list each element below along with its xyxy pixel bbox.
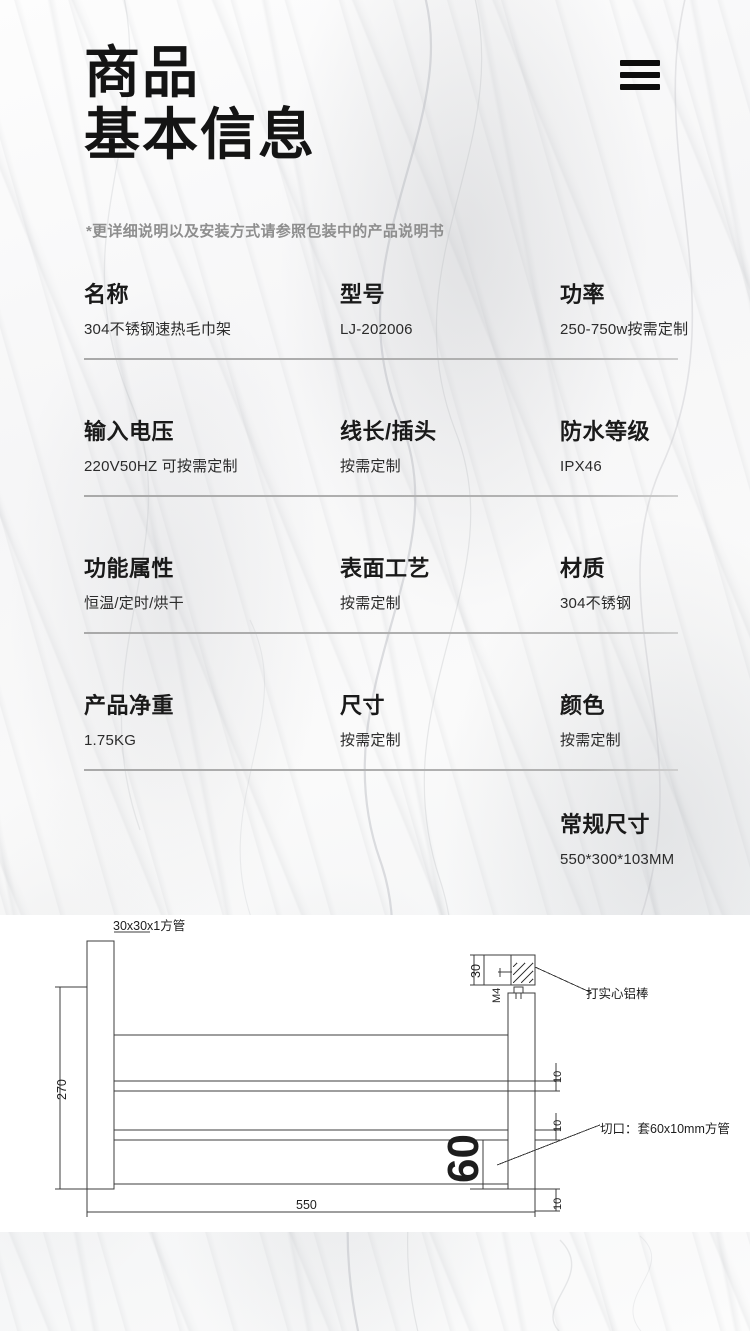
table-row: 名称 304不锈钢速热毛巾架 型号 LJ-202006 功率 250-750w按…	[0, 282, 750, 419]
spec-cell-voltage: 输入电压 220V50HZ 可按需定制	[84, 419, 238, 477]
instruction-note: *更详细说明以及安装方式请参照包装中的产品说明书	[86, 223, 445, 240]
spec-key: 常规尺寸	[560, 812, 651, 837]
spec-value: 220V50HZ 可按需定制	[84, 458, 238, 475]
spec-value: 550*300*103MM	[560, 851, 675, 868]
spec-cell-material: 材质 304不锈钢	[560, 556, 631, 614]
spec-key: 防水等级	[560, 419, 651, 444]
spec-key: 表面工艺	[340, 556, 431, 581]
label-dim-m4: M4	[491, 988, 503, 1003]
hamburger-bar-2	[620, 72, 660, 78]
spec-cell-weight: 产品净重 1.75KG	[84, 693, 174, 751]
spec-value: 恒温/定时/烘干	[84, 595, 184, 612]
technical-drawing: 30x30x1方管 切口：套60x10mm方管 打实心铝棒 270 30 M4 …	[0, 915, 750, 1232]
spec-key: 功率	[560, 282, 606, 307]
spec-key: 产品净重	[84, 693, 175, 718]
spec-key: 功能属性	[84, 556, 175, 581]
hamburger-bar-1	[620, 60, 660, 66]
detail-hatch	[512, 962, 534, 984]
spec-cell-power: 功率 250-750w按需定制	[560, 282, 688, 340]
spec-value: 按需定制	[340, 595, 401, 612]
label-aluminum-rod: 打实心铝棒	[586, 986, 649, 1001]
spec-cell-model: 型号 LJ-202006	[340, 282, 413, 340]
table-row: 功能属性 恒温/定时/烘干 表面工艺 按需定制 材质 304不锈钢	[0, 556, 750, 693]
hamburger-menu-icon[interactable]	[620, 60, 660, 90]
spec-value: 按需定制	[560, 732, 621, 749]
spec-cell-color: 颜色 按需定制	[560, 693, 621, 751]
spec-value: 304不锈钢速热毛巾架	[84, 321, 232, 338]
label-cut-spec: 切口：套60x10mm方管	[600, 1121, 730, 1136]
detail-block	[483, 954, 536, 986]
drawing-canvas: 30x30x1方管 切口：套60x10mm方管 打实心铝棒 270 30 M4 …	[55, 918, 730, 1217]
cut-leader	[496, 1127, 593, 1166]
table-row: 输入电压 220V50HZ 可按需定制 线长/插头 按需定制 防水等级 IPX4…	[0, 419, 750, 556]
left-post	[86, 940, 115, 1190]
spec-cell-size: 尺寸 按需定制	[340, 693, 401, 751]
spec-value: 1.75KG	[84, 732, 137, 749]
row-divider	[84, 632, 678, 634]
label-dim-10-a: 10	[552, 1071, 564, 1083]
page-title-line2: 基本信息	[84, 103, 316, 166]
spec-cell-cable-plug: 线长/插头 按需定制	[340, 419, 437, 477]
label-tube-spec: 30x30x1方管	[113, 918, 185, 933]
rod-leader	[534, 966, 593, 994]
spec-cell-surface: 表面工艺 按需定制	[340, 556, 430, 614]
spec-table: 名称 304不锈钢速热毛巾架 型号 LJ-202006 功率 250-750w按…	[0, 282, 750, 830]
cut-leader-end	[591, 1124, 601, 1129]
spec-value: LJ-202006	[340, 321, 413, 338]
label-dim-30: 30	[469, 964, 483, 978]
table-row: 产品净重 1.75KG 尺寸 按需定制 颜色 按需定制	[0, 693, 750, 830]
spec-cell-name: 名称 304不锈钢速热毛巾架	[84, 282, 231, 340]
spec-key: 材质	[560, 556, 606, 581]
spec-value: 按需定制	[340, 458, 401, 475]
spec-key: 线长/插头	[340, 419, 437, 444]
spec-key: 尺寸	[340, 693, 386, 718]
spec-key: 颜色	[560, 693, 606, 718]
page-title: 商品 基本信息	[84, 42, 316, 166]
hamburger-bar-3	[620, 84, 660, 90]
label-dim-270: 270	[55, 1079, 69, 1100]
label-dim-10-b: 10	[552, 1120, 564, 1132]
spec-value: 250-750w按需定制	[560, 321, 689, 338]
spec-key: 名称	[84, 282, 130, 307]
label-dim-10-c: 10	[552, 1198, 564, 1210]
spec-cell-function: 功能属性 恒温/定时/烘干	[84, 556, 184, 614]
spec-value: 304不锈钢	[560, 595, 632, 612]
row-divider	[84, 495, 678, 497]
row-divider	[84, 358, 678, 360]
label-dim-60: 60	[439, 1134, 488, 1183]
label-dim-550: 550	[296, 1198, 317, 1212]
spec-cell-waterproof: 防水等级 IPX46	[560, 419, 650, 477]
page-title-line1: 商品	[84, 41, 200, 104]
spec-value: IPX46	[560, 458, 602, 475]
screw-head	[513, 986, 524, 994]
row-divider	[84, 769, 678, 771]
spec-value: 按需定制	[340, 732, 401, 749]
spec-key: 输入电压	[84, 419, 175, 444]
spec-cell-standard-size: 常规尺寸 550*300*103MM	[560, 812, 674, 870]
page-header: 商品 基本信息 *更详细说明以及安装方式请参照包装中的产品说明书	[0, 0, 750, 270]
spec-key: 型号	[340, 282, 386, 307]
